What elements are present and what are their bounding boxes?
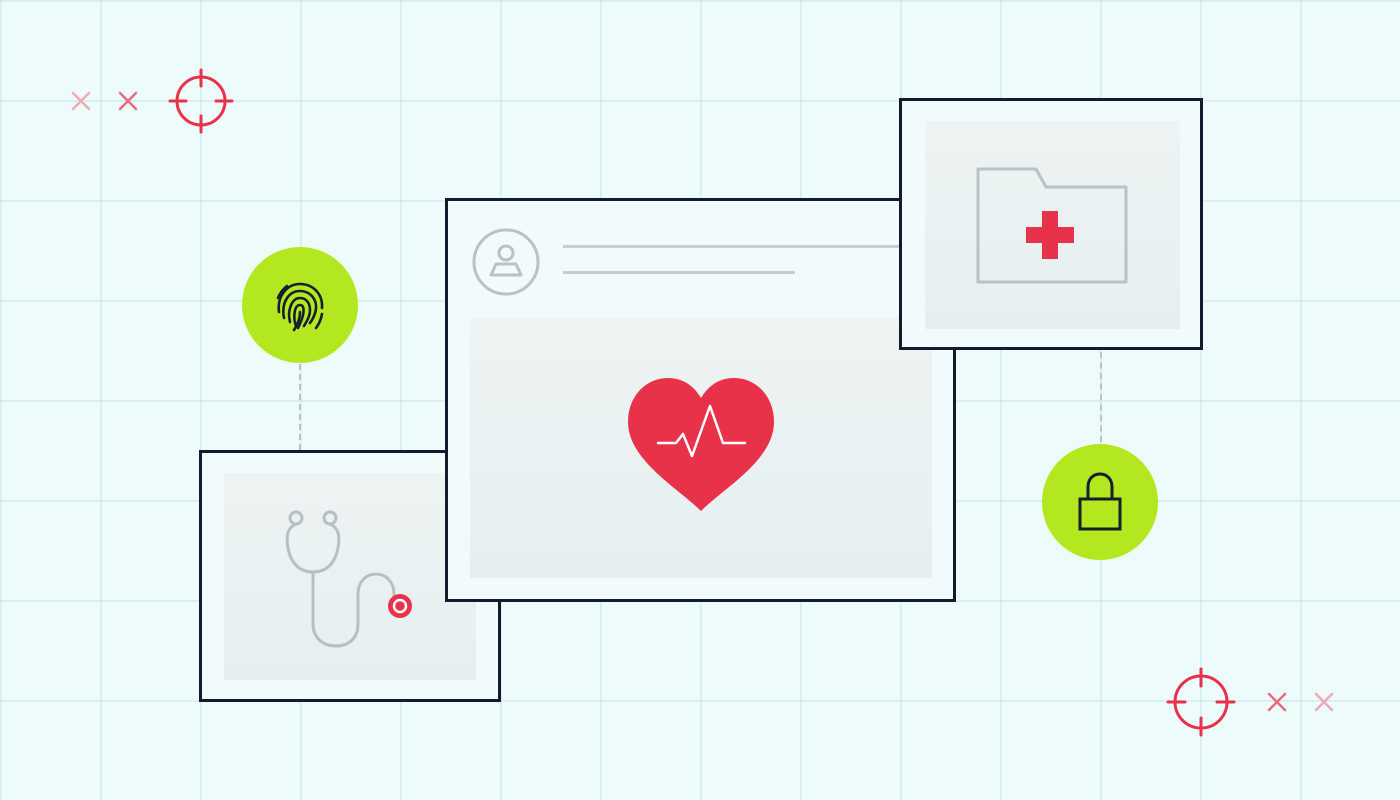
medical-folder-card [899, 98, 1203, 350]
heartbeat-heart-icon [628, 378, 774, 511]
medical-folder-icon [976, 167, 1128, 284]
connector-line [1100, 352, 1102, 442]
x-mark-icon [1314, 692, 1334, 712]
card-panel [224, 473, 476, 680]
header-line-long [563, 245, 908, 248]
crosshair-icon [168, 68, 234, 134]
profile-card [445, 198, 956, 602]
x-mark-icon [71, 91, 91, 111]
padlock-icon [1078, 472, 1122, 531]
user-avatar-icon [472, 228, 540, 296]
stethoscope-icon [285, 510, 412, 648]
header-line-short [563, 271, 795, 274]
crosshair-icon [1166, 667, 1236, 737]
fingerprint-icon [276, 282, 324, 332]
connector-line [299, 364, 301, 450]
x-mark-icon [1267, 692, 1287, 712]
fingerprint-badge [242, 247, 358, 363]
lock-badge [1042, 444, 1158, 560]
x-mark-icon [118, 91, 138, 111]
